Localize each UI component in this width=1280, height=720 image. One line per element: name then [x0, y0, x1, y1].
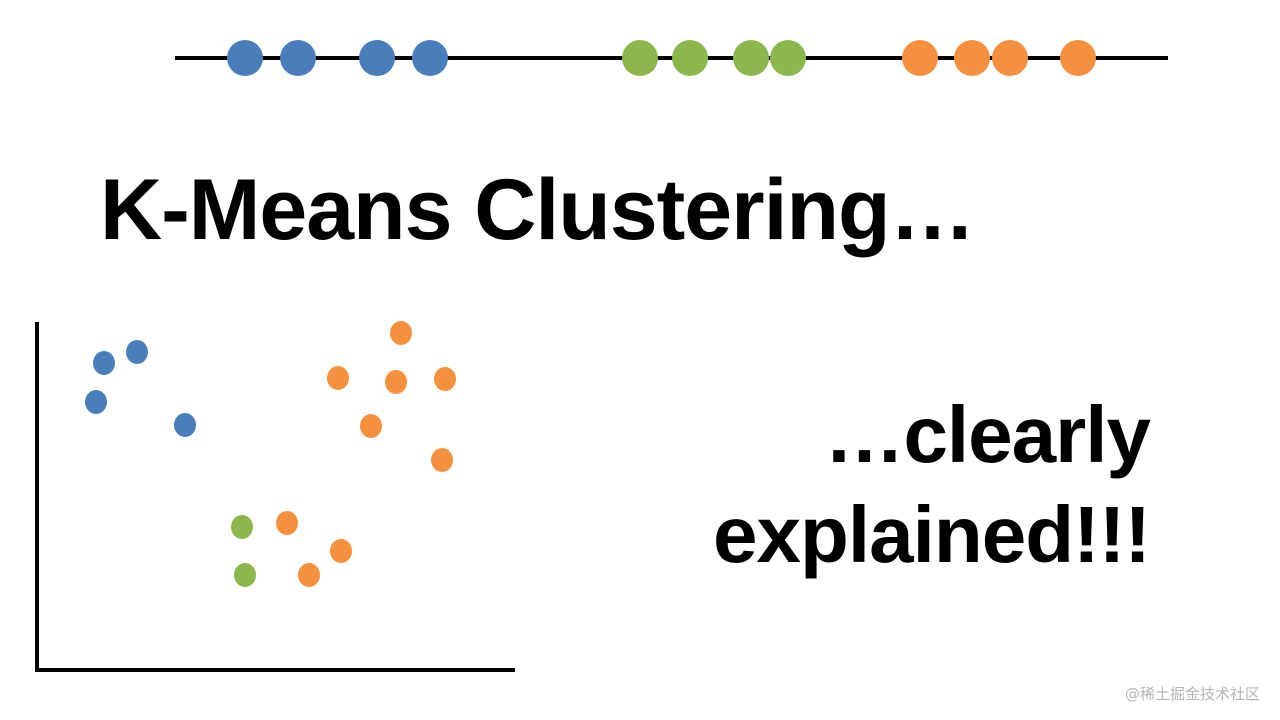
watermark: @稀土掘金技术社区 [1124, 685, 1260, 703]
subtitle: …clearly explained!!! [530, 385, 1151, 585]
scatter-point-green-10 [231, 515, 253, 539]
line-point-green-6 [733, 40, 769, 76]
scatter-point-orange-14 [298, 563, 320, 587]
line-point-orange-11 [1060, 40, 1096, 76]
scatter-point-blue-1 [126, 340, 148, 364]
line-point-orange-9 [954, 40, 990, 76]
scatter-point-blue-0 [93, 351, 115, 375]
line-point-blue-0 [227, 40, 263, 76]
line-point-blue-2 [359, 40, 395, 76]
line-point-green-7 [770, 40, 806, 76]
line-point-green-4 [622, 40, 658, 76]
scatter-plot [35, 321, 515, 672]
scatter-point-orange-5 [327, 366, 349, 390]
scatter-point-blue-2 [85, 390, 107, 414]
scatter-points [85, 321, 456, 587]
scatter-point-orange-8 [360, 414, 382, 438]
scatter-point-orange-6 [385, 370, 407, 394]
scatter-point-orange-9 [431, 448, 453, 472]
line-point-blue-1 [280, 40, 316, 76]
scatter-point-green-13 [234, 563, 256, 587]
number-line-group [175, 40, 1168, 76]
page-title: K-Means Clustering… [100, 162, 976, 258]
line-point-blue-3 [412, 40, 448, 76]
scatter-point-blue-3 [174, 413, 196, 437]
scatter-point-orange-7 [434, 367, 456, 391]
scatter-point-orange-11 [276, 511, 298, 535]
number-line-points [227, 40, 1096, 76]
line-point-green-5 [672, 40, 708, 76]
line-point-orange-10 [992, 40, 1028, 76]
subtitle-line-1: …clearly [824, 390, 1151, 479]
subtitle-line-2: explained!!! [713, 490, 1151, 579]
line-point-orange-8 [902, 40, 938, 76]
scatter-point-orange-4 [390, 321, 412, 345]
scatter-point-orange-12 [330, 539, 352, 563]
